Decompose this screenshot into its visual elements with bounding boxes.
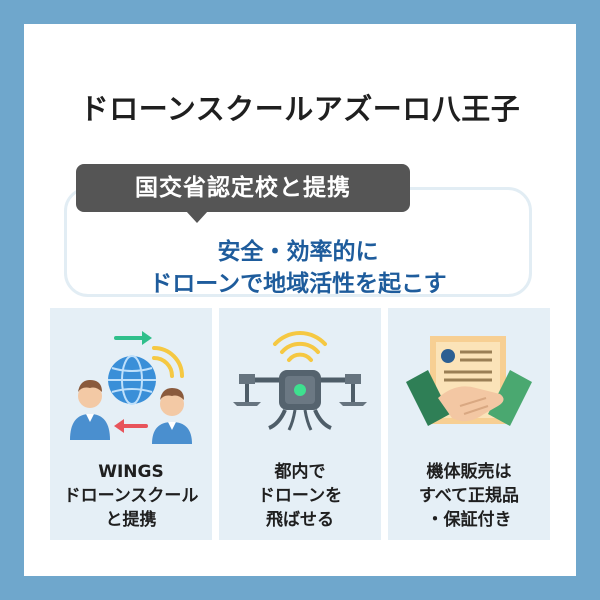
feature-label: WINGS ドローンスクール と提携 bbox=[63, 462, 199, 530]
tagline-line-1: 安全・効率的に bbox=[217, 239, 379, 265]
feature-card-certified: 機体販売は すべて正規品 ・保証付き bbox=[388, 308, 550, 540]
arrow-right-icon bbox=[114, 331, 152, 345]
tagline-line-2: ドローンで地域活性を起こす bbox=[149, 271, 447, 297]
signal-icon bbox=[152, 346, 184, 378]
signal-icon bbox=[273, 331, 327, 362]
certificate-handshake-icon bbox=[388, 318, 550, 448]
badge-tail bbox=[186, 211, 208, 223]
card: ドローンスクールアズーロ八王子 国交省認定校と提携 安全・効率的に ドローンで地… bbox=[24, 24, 576, 576]
certification-badge: 国交省認定校と提携 bbox=[76, 164, 410, 212]
person-icon bbox=[70, 380, 110, 440]
globe-people-icon bbox=[50, 318, 212, 448]
drone-icon bbox=[219, 318, 381, 448]
feature-label: 都内で ドローンを 飛ばせる bbox=[257, 462, 343, 530]
arrow-left-icon bbox=[114, 419, 148, 433]
globe-icon bbox=[108, 355, 156, 405]
page-title: ドローンスクールアズーロ八王子 bbox=[79, 92, 521, 126]
feature-card-drone: 都内で ドローンを 飛ばせる bbox=[219, 308, 381, 540]
person-icon bbox=[152, 388, 192, 444]
feature-card-wings: WINGS ドローンスクール と提携 bbox=[50, 308, 212, 540]
handshake-icon bbox=[406, 370, 532, 426]
feature-label: 機体販売は すべて正規品 ・保証付き bbox=[418, 462, 520, 530]
